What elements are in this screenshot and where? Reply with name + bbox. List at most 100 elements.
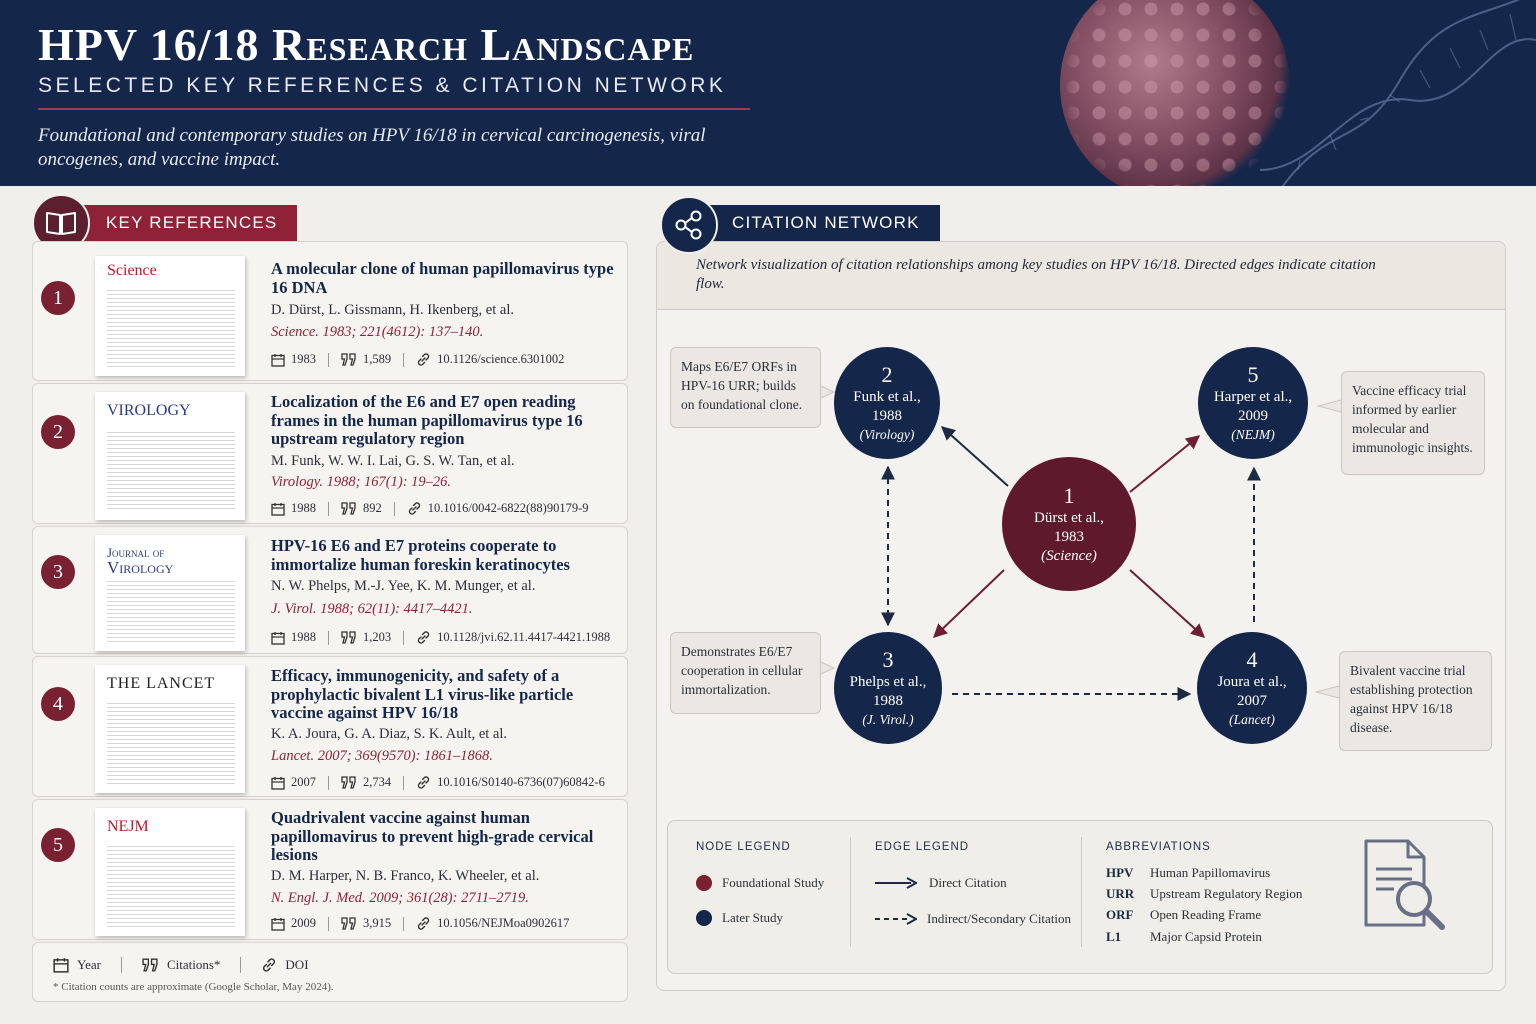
reference-year: 1983 [291,352,316,366]
node-journal: (Lancet) [1229,712,1275,727]
journal-logo: NEJM [107,818,149,835]
thumbnail-text-lines [107,703,235,785]
legend-foundational-label: Foundational Study [722,875,825,890]
reference-meta: 2007 2,734 10.1016/S0140-6736(07)60842-6 [271,775,605,790]
network-node-4[interactable]: 4 Joura et al., 2007 (Lancet) [1197,632,1307,744]
page-tagline: Foundational and contemporary studies on… [38,125,706,170]
key-references-label: KEY REFERENCES [62,205,298,241]
reference-authors: D. Dürst, L. Gissmann, H. Ikenberg, et a… [271,302,514,318]
node-journal: (NEJM) [1231,427,1275,442]
reference-number-badge: 4 [41,687,75,721]
reference-doi[interactable]: 10.1128/jvi.62.11.4417-4421.1988 [437,630,611,644]
foundational-dot-icon [696,875,712,891]
dashed-arrow-icon [875,913,917,925]
journal-logo: VIROLOGY [107,402,191,419]
reference-year: 2007 [291,775,316,789]
reference-card-2[interactable]: 2 VIROLOGY Localization of the E6 and E7… [32,383,628,524]
reference-citation: Virology. 1988; 167(1): 19–26. [271,474,452,490]
header-divider [38,108,750,110]
reference-number-badge: 5 [41,828,75,862]
thumbnail-text-lines [107,581,235,643]
abbr-value: Upstream Regulatory Region [1150,886,1303,901]
legend-later-label: Later Study [722,910,784,925]
link-icon [416,775,431,790]
reference-card-5[interactable]: 5 NEJM Quadrivalent vaccine against huma… [32,799,628,940]
quote-icon [341,776,357,789]
reference-title[interactable]: Localization of the E6 and E7 open readi… [271,392,583,448]
reference-card-4[interactable]: 4 THE LANCET Efficacy, immunogenicity, a… [32,656,628,797]
link-icon [407,501,422,516]
solid-arrow-icon [875,877,917,889]
journal-thumbnail: THE LANCET [95,665,245,793]
node-year: 2007 [1237,693,1267,709]
quote-icon [142,958,159,972]
reference-citation: Lancet. 2007; 369(9570): 1861–1868. [271,748,493,764]
calendar-icon [271,917,285,931]
journal-logo: Science [107,262,157,279]
later-dot-icon [696,910,712,926]
reference-meta: 2009 3,915 10.1056/NEJMoa0902617 [271,916,569,931]
reference-authors: D. M. Harper, N. B. Franco, K. Wheeler, … [271,868,540,884]
key-references-label-text: KEY REFERENCES [106,213,278,232]
callout-node-4: Bivalent vaccine trial establishing prot… [1339,651,1492,751]
quote-icon [341,917,357,930]
citation-network-label: CITATION NETWORK [688,205,940,241]
node-authors: Harper et al., [1213,389,1293,405]
reference-title[interactable]: Quadrivalent vaccine against human papil… [271,808,594,864]
reference-citation: N. Engl. J. Med. 2009; 361(28): 2711–271… [271,890,529,906]
link-icon [416,916,431,931]
network-node-3[interactable]: 3 Phelps et al., 1988 (J. Virol.) [834,632,942,744]
node-authors: Joura et al., [1217,674,1287,690]
reference-citations-count: 1,589 [363,352,392,366]
reference-card-1[interactable]: 1 Science A molecular clone of human pap… [32,241,628,381]
legend-doi-label: DOI [285,957,309,972]
reference-doi[interactable]: 10.1016/0042-6822(88)90179-9 [427,501,589,515]
dna-helix-image [1259,0,1536,186]
network-node-1[interactable]: 1 Dürst et al., 1983 (Science) [1002,457,1136,591]
reference-number-badge: 2 [41,415,75,449]
reference-doi[interactable]: 10.1126/science.6301002 [437,352,565,366]
reference-number-badge: 3 [41,555,75,589]
legend-citations-label: Citations* [166,957,221,972]
link-icon [416,630,431,645]
reference-title[interactable]: A molecular clone of human papillomaviru… [271,259,614,297]
page-subtitle: SELECTED KEY REFERENCES & CITATION NETWO… [38,74,727,97]
legend-later: Later Study [696,910,783,926]
node-journal: (J. Virol.) [862,712,914,727]
reference-citations-count: 1,203 [363,630,392,644]
network-node-2[interactable]: 2 Funk et al., 1988 (Virology) [834,347,940,459]
legend-foundational: Foundational Study [696,875,824,891]
reference-doi[interactable]: 10.1056/NEJMoa0902617 [437,916,570,930]
calendar-icon [271,502,285,516]
thumbnail-text-lines [107,290,235,368]
node-authors: Phelps et al., [849,674,927,690]
reference-year: 1988 [291,501,316,515]
reference-meta: 1983 1,589 10.1126/science.6301002 [271,352,564,367]
journal-thumbnail: VIROLOGY [95,392,245,520]
legend-year-label: Year [77,957,101,972]
reference-card-3[interactable]: 3 Journal of Virology HPV-16 E6 and E7 p… [32,526,628,654]
reference-doi[interactable]: 10.1016/S0140-6736(07)60842-6 [437,775,605,789]
reference-year: 2009 [291,916,316,930]
virus-capsomere-texture [1060,0,1290,186]
reference-title[interactable]: HPV-16 E6 and E7 proteins cooperate to i… [271,536,570,574]
reference-meta: 1988 892 10.1016/0042-6822(88)90179-9 [271,501,589,516]
abbr-key: ORF [1106,907,1134,922]
reference-citation: Science. 1983; 221(4612): 137–140. [271,324,484,340]
network-description-box [657,242,1505,310]
virus-particle-image [1060,0,1290,186]
journal-thumbnail: Science [95,256,245,376]
network-legend: NODE LEGEND Foundational Study Later Stu… [667,820,1493,974]
abbr-value: Major Capsid Protein [1150,929,1262,944]
calendar-icon [271,353,285,367]
citation-count-note: * Citation counts are approximate (Googl… [53,981,334,993]
share-network-icon [660,196,718,254]
network-node-5[interactable]: 5 Harper et al., 2009 (NEJM) [1198,347,1308,459]
reference-title[interactable]: Efficacy, immunogenicity, and safety of … [271,666,574,722]
link-icon [261,957,277,973]
node-year: 2009 [1238,408,1268,424]
legend-indirect-label: Indirect/Secondary Citation [927,911,1072,926]
legend-indirect: Indirect/Secondary Citation [875,911,1071,927]
node-journal: (Science) [1041,548,1097,564]
journal-logo: Journal of Virology [107,545,173,576]
